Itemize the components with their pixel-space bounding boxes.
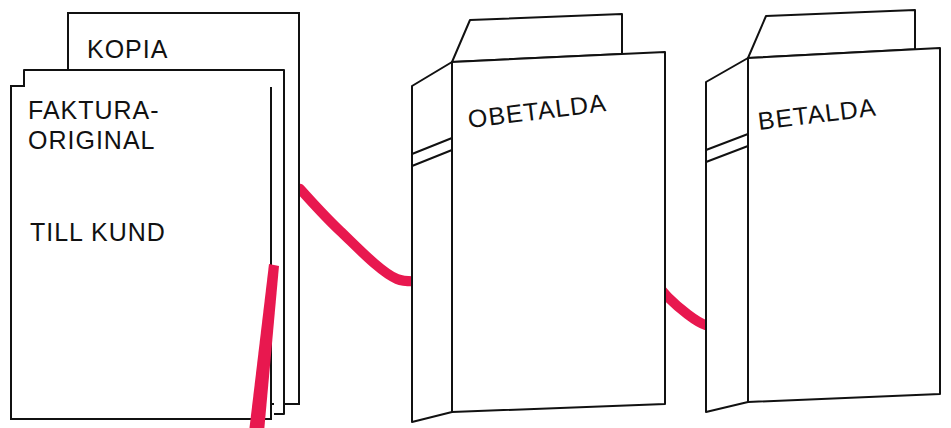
binder-cover: [452, 52, 665, 412]
invoice-sheet: FAKTURA- ORIGINAL TILL KUND: [10, 85, 272, 420]
binder-outline: [452, 62, 453, 63]
sheet-heading: KOPIA: [87, 34, 168, 64]
spine-band: [412, 138, 452, 166]
arrow-shaft: [300, 189, 422, 281]
binder: BETALDA: [748, 58, 940, 398]
middle-sheet-fill: [24, 70, 284, 414]
binder: OBETALDA: [452, 62, 640, 402]
sheet-heading: FAKTURA- ORIGINAL: [28, 95, 168, 155]
spine-band: [706, 134, 748, 162]
pointer-wedge: [249, 264, 279, 428]
sheet-note: TILL KUND: [30, 217, 166, 247]
binder-outline: [748, 58, 749, 59]
middle-sheet: [24, 70, 284, 414]
binder-spine: [412, 62, 452, 422]
sheet-stack: [12, 87, 13, 88]
binder-spine: [706, 58, 748, 412]
binder-cover: [748, 48, 940, 402]
